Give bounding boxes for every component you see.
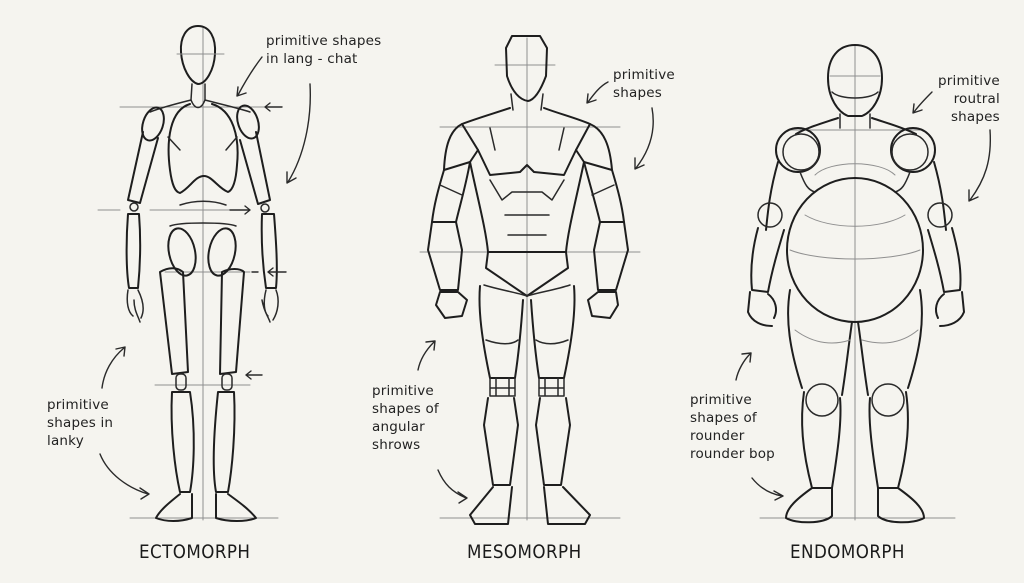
endomorph-note-top: primitive routral shapes	[938, 73, 1000, 125]
mesomorph-note-top: primitive shapes	[613, 67, 675, 101]
mesomorph-figure	[417, 35, 654, 525]
endomorph-label: ENDOMORPH	[790, 541, 905, 563]
mesomorph-note-bottom: primitive shapes of angular shrows	[372, 383, 439, 453]
mesomorph-label: MESOMORPH	[467, 541, 582, 563]
endomorph-figure	[735, 44, 992, 524]
ectomorph-figure	[97, 25, 311, 522]
endomorph-note-bottom: primitive shapes of rounder rounder bop	[690, 392, 775, 462]
ectomorph-note-bottom: primitive shapes in lanky	[47, 397, 114, 449]
ectomorph-label: ECTOMORPH	[139, 541, 251, 563]
ectomorph-note-top: primitive shapes in lang - chat	[266, 33, 382, 67]
